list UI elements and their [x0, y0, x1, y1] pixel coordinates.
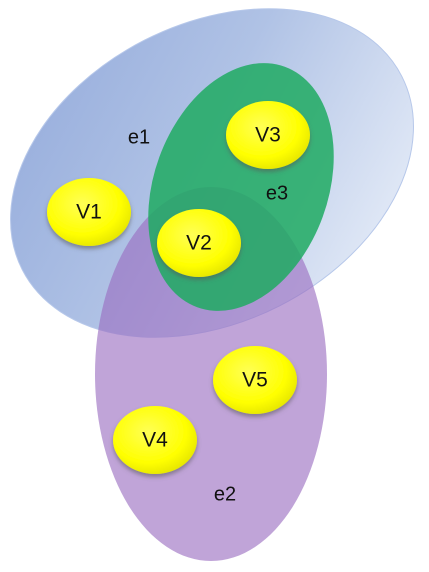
vertex-v5-shape	[213, 346, 297, 414]
vertex-v4-shape	[113, 406, 197, 474]
vertex-v2	[157, 209, 241, 277]
hyperedge-e1-label: e1	[128, 126, 150, 148]
vertex-v5	[213, 346, 297, 414]
hyperedge-e2-label: e2	[214, 483, 236, 505]
vertex-v1-shape	[47, 178, 131, 246]
vertex-v3	[226, 101, 310, 169]
vertex-v5-label: V5	[242, 369, 268, 392]
vertex-v3-label: V3	[255, 124, 281, 147]
vertex-v4-label: V4	[142, 429, 168, 452]
vertex-v2-label: V2	[186, 232, 212, 255]
vertex-v2-shape	[157, 209, 241, 277]
hyperedge-e3-label: e3	[266, 182, 288, 204]
vertex-v1-label: V1	[76, 201, 102, 224]
vertex-v1	[47, 178, 131, 246]
vertex-v4	[113, 406, 197, 474]
vertex-v3-shape	[226, 101, 310, 169]
